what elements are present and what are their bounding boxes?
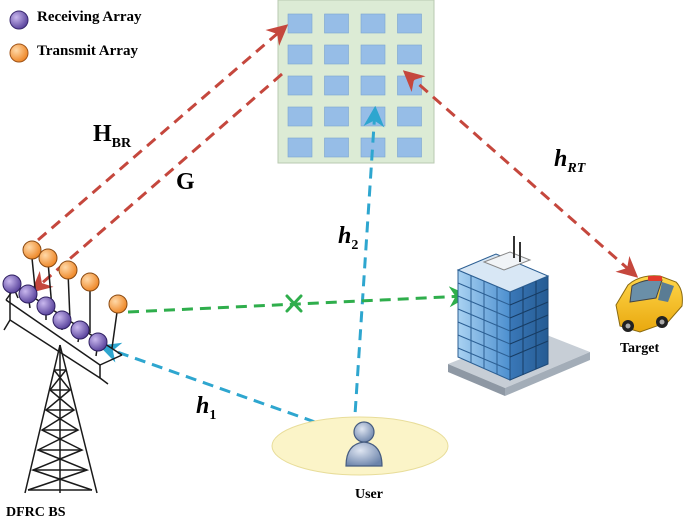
ris-element: [397, 75, 422, 96]
ris-element: [287, 13, 313, 34]
building-icon: [448, 236, 590, 396]
ris-element: [324, 75, 349, 96]
ris-element: [324, 44, 349, 65]
legend-receiving-marker: [9, 10, 29, 30]
link-h1: [99, 342, 333, 430]
ris-element: [287, 44, 313, 65]
blocked-cross-icon: [285, 294, 303, 313]
channel-label-g: G: [176, 169, 195, 195]
bs-transmit-array: [22, 240, 128, 314]
legend-transmit-label: Transmit Array: [37, 43, 138, 59]
link-g: [30, 72, 283, 293]
channel-label-h1: h1: [196, 393, 217, 423]
link-hbr: [37, 24, 289, 242]
bs-label: DFRC BS: [6, 505, 66, 520]
ris-element: [287, 106, 313, 127]
ris-element: [397, 13, 422, 34]
ris-element: [287, 137, 313, 158]
ris-element: [360, 13, 386, 34]
legend-receiving-label: Receiving Array: [37, 9, 142, 25]
link-blocked: [127, 286, 471, 314]
ris-element: [287, 75, 313, 96]
ris-element: [360, 75, 386, 96]
channel-label-hbr: HBR: [93, 121, 132, 151]
ris-panel: [277, 0, 435, 164]
target-label: Target: [620, 341, 660, 356]
car-icon: [615, 275, 683, 333]
ris-element: [397, 106, 422, 127]
ris-element: [360, 44, 386, 65]
legend-transmit-marker: [9, 43, 29, 63]
user-icon: [345, 421, 383, 467]
channel-label-hrt: hRT: [554, 146, 586, 176]
channel-label-h2: h2: [338, 223, 359, 253]
ris-element: [324, 13, 349, 34]
ris-element: [397, 137, 422, 158]
ris-element: [397, 44, 422, 65]
ris-element: [324, 106, 349, 127]
user-label: User: [355, 487, 383, 502]
link-hrt: [402, 70, 639, 278]
ris-element: [324, 137, 349, 158]
bs-receiving-array: [2, 274, 108, 352]
